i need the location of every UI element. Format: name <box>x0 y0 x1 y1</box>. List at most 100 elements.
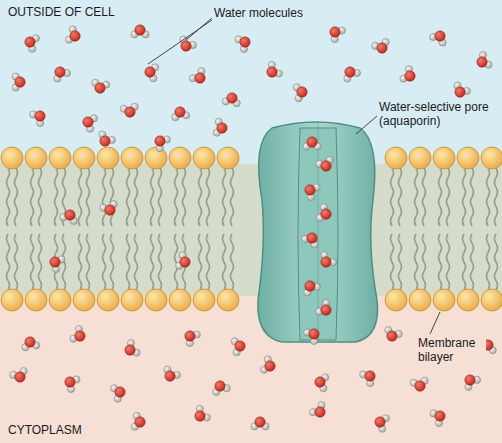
oxygen-atom <box>195 73 205 83</box>
lipid-tail <box>447 234 450 290</box>
water-molecule <box>176 252 191 270</box>
lipid-head <box>433 147 455 169</box>
water-molecule <box>131 412 145 430</box>
lipid-tail <box>207 168 210 226</box>
region-label: OUTSIDE OF CELL <box>6 5 117 19</box>
lipid-tail <box>103 234 106 290</box>
lipid-tail <box>471 234 474 290</box>
water-molecule <box>120 103 138 117</box>
lipid-tail <box>487 168 490 226</box>
water-molecule <box>385 327 403 342</box>
lipid-head <box>385 147 407 169</box>
lipid-tail <box>399 234 402 290</box>
oxygen-atom <box>125 107 135 117</box>
water-molecule <box>70 326 85 343</box>
lipid-head <box>145 147 167 169</box>
lipid-tail <box>87 234 90 290</box>
water-molecule <box>375 415 390 433</box>
oxygen-atom <box>477 57 487 67</box>
water-molecule <box>372 39 390 54</box>
oxygen-atom <box>265 361 275 371</box>
lipid-head <box>49 289 71 311</box>
water-molecule <box>172 107 190 121</box>
lipid-tail <box>415 234 418 290</box>
callout-label: Water-selective pore (aquaporin) <box>377 100 493 128</box>
callout-label: Water molecules <box>212 6 305 20</box>
water-molecule <box>12 73 25 91</box>
oxygen-atom <box>227 93 237 103</box>
lipid-tail <box>471 168 474 226</box>
oxygen-atom <box>330 27 340 37</box>
oxygen-atom <box>321 161 331 171</box>
lipid-tail <box>31 168 34 226</box>
water-molecule <box>344 67 361 82</box>
water-molecule <box>125 340 140 357</box>
leader-line <box>430 312 440 334</box>
lipid-heads <box>1 147 502 311</box>
lipid-tail <box>495 234 498 290</box>
lipid-tail <box>135 168 138 226</box>
lipid-tail <box>7 234 10 290</box>
lipid-tail <box>423 168 426 226</box>
lipid-tail <box>439 234 442 290</box>
oxygen-atom <box>315 407 325 417</box>
lipid-head <box>121 147 143 169</box>
lipid-tail <box>495 168 498 226</box>
lipid-head <box>433 289 455 311</box>
lipid-tail <box>135 234 138 290</box>
oxygen-atom <box>375 417 385 427</box>
lipid-tail <box>231 168 234 226</box>
lipid-tail <box>159 234 162 290</box>
lipid-head <box>481 289 502 311</box>
water-molecule <box>25 35 40 53</box>
water-molecule <box>99 131 116 146</box>
water-molecule <box>60 210 78 225</box>
water-molecule <box>305 184 320 201</box>
oxygen-atom <box>65 210 75 220</box>
lipid-tail <box>415 168 418 226</box>
water-molecule <box>195 405 211 421</box>
leader-lines <box>148 18 440 334</box>
water-molecule <box>66 26 81 44</box>
oxygen-atom <box>25 37 35 47</box>
oxygen-atom <box>321 257 331 267</box>
oxygen-atom <box>15 372 25 382</box>
lipid-head <box>457 289 479 311</box>
lipid-tail <box>55 168 58 226</box>
lipid-head <box>169 147 191 169</box>
water-molecule <box>92 79 110 93</box>
lipid-tail <box>223 168 226 226</box>
oxygen-atom <box>267 67 277 77</box>
oxygen-atom <box>135 417 145 427</box>
lipid-head <box>73 147 95 169</box>
lipid-tail <box>111 168 114 226</box>
oxygen-atom <box>235 341 245 351</box>
lipid-head <box>193 289 215 311</box>
oxygen-atom <box>100 136 110 146</box>
lipid-head <box>217 147 239 169</box>
lipid-head <box>145 289 167 311</box>
lipid-tail <box>79 234 82 290</box>
lipid-head <box>193 147 215 169</box>
oxygen-atom <box>185 331 195 341</box>
oxygen-atom <box>15 77 25 87</box>
lipid-head <box>385 289 407 311</box>
lipid-tail <box>87 168 90 226</box>
lipid-tail <box>79 168 82 226</box>
lipid-tail <box>159 168 162 226</box>
lipid-tail <box>127 234 130 290</box>
water-molecule <box>400 66 415 83</box>
water-molecule <box>222 93 240 107</box>
lipid-head <box>409 289 431 311</box>
lipid-head <box>97 147 119 169</box>
oxygen-atom <box>455 87 465 97</box>
lipid-tail <box>207 234 210 290</box>
oxygen-atom <box>321 209 331 219</box>
oxygen-atom <box>65 377 75 387</box>
lipid-head <box>97 289 119 311</box>
water-molecule <box>317 204 332 222</box>
water-molecule <box>430 410 445 427</box>
water-molecule <box>303 137 321 150</box>
water-molecule <box>477 52 492 69</box>
